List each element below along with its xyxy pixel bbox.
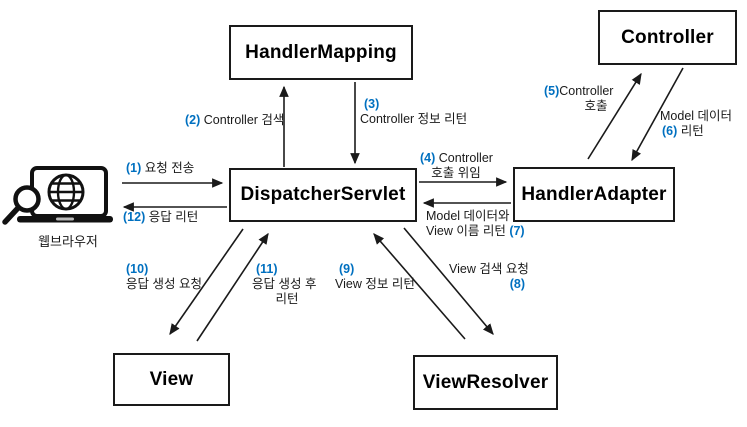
node-view: View: [113, 353, 230, 406]
step-label-9: (9) View 정보 리턴: [335, 262, 415, 292]
step-text-2: 호출 위임: [431, 166, 481, 180]
node-label: ViewResolver: [422, 371, 549, 393]
step-number: (8): [509, 277, 525, 291]
web-browser-icon: [2, 166, 113, 225]
step-label-7: Model 데이터와 View 이름 리턴 (7): [426, 209, 525, 239]
step-label-6: Model 데이터 (6) 리턴: [660, 109, 732, 139]
globe-meridian: [56, 173, 76, 211]
step-text-2: 리턴: [680, 124, 704, 138]
laptop-base-notch: [56, 217, 74, 221]
step-label-10: (10) 응답 생성 요청: [126, 262, 202, 292]
magnifier-icon: [13, 185, 41, 213]
node-label: Controller: [621, 26, 714, 48]
node-view-resolver: ViewResolver: [413, 355, 558, 410]
step-text: View 검색 요청: [449, 262, 529, 276]
step-label-8: View 검색 요청 (8): [449, 262, 529, 292]
step-label-12: (12) 응답 리턴: [123, 210, 198, 225]
node-label: DispatcherServlet: [240, 184, 406, 205]
step-number: (4): [420, 151, 436, 165]
step-number: (5): [544, 84, 560, 98]
step-text: Controller: [438, 151, 493, 165]
step-text: 요청 전송: [144, 161, 195, 175]
magnifier-handle: [2, 205, 21, 225]
node-label: View: [149, 368, 194, 390]
node-label: HandlerAdapter: [521, 183, 667, 205]
step-text: 응답 생성 요청: [126, 277, 202, 291]
step-number: (9): [339, 262, 355, 276]
step-label-5: (5)Controller 호출: [544, 84, 648, 114]
step-label-3: (3) Controller 정보 리턴: [360, 97, 467, 127]
web-browser-label: 웹브라우저: [38, 234, 98, 249]
step-number: (7): [509, 224, 525, 238]
step-text-2: 호출: [584, 99, 608, 113]
step-text: Model 데이터와: [426, 209, 510, 223]
step-number: (12): [123, 210, 146, 224]
step-label-4: (4) Controller 호출 위임: [420, 151, 493, 181]
globe-icon: [47, 173, 85, 211]
laptop-base: [17, 216, 113, 223]
step-label-2: (2) Controller 검색: [185, 113, 284, 128]
step-number: (2): [185, 113, 201, 127]
node-controller: Controller: [598, 10, 737, 65]
step-number: (3): [364, 97, 380, 111]
step-text-2: 리턴: [275, 292, 299, 306]
step-text: 응답 생성 후: [252, 277, 317, 291]
step-label-11: (11) 응답 생성 후 리턴: [252, 262, 322, 307]
step-number: (1): [126, 161, 142, 175]
step-text: Controller: [559, 84, 614, 98]
step-text: 응답 리턴: [148, 210, 199, 224]
node-handler-mapping: HandlerMapping: [229, 25, 413, 80]
step-text: View 정보 리턴: [335, 277, 415, 291]
step-text: Model 데이터: [660, 109, 733, 123]
step-label-1: (1) 요청 전송: [126, 161, 194, 176]
step-number: (6): [662, 124, 678, 138]
laptop-screen: [30, 166, 108, 218]
step-number: (11): [256, 262, 278, 276]
node-handler-adapter: HandlerAdapter: [513, 167, 675, 222]
node-dispatcher-servlet: DispatcherServlet: [229, 168, 417, 222]
step-text: Controller 검색: [203, 113, 285, 127]
step-text: Controller 정보 리턴: [360, 112, 468, 126]
step-number: (10): [126, 262, 149, 276]
node-label: HandlerMapping: [245, 41, 397, 63]
step-text-2: View 이름 리턴: [426, 224, 506, 238]
